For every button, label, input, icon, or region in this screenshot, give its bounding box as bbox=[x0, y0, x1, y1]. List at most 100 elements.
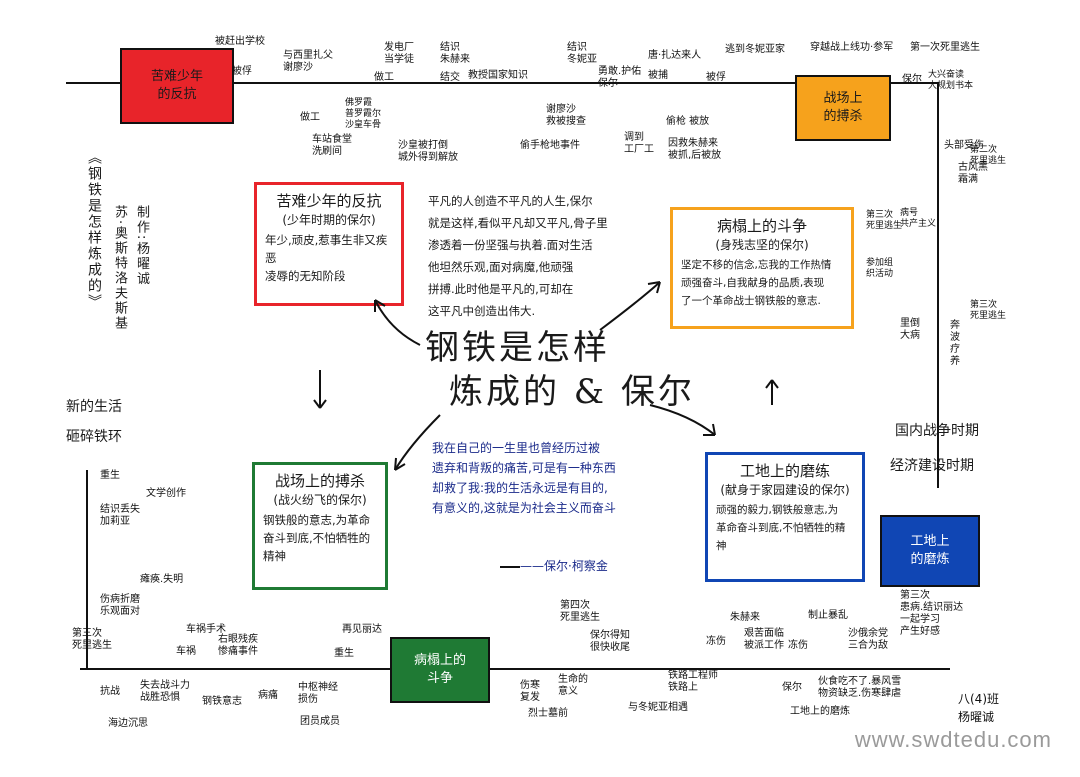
corner-box-sickbed: 病榻上的 斗争 bbox=[390, 637, 490, 703]
note-t15: 勇敢.护佑 保尔 bbox=[598, 66, 642, 89]
center-summary: 平凡的人创造不平凡的人生,保尔 就是这样,看似平凡却又平凡,骨子里 渗透着一份坚… bbox=[428, 194, 608, 318]
box-sickbed-body: 坚定不移的信念,忘我的工作热情 顽强奋斗,自我献身的品质,表现 了一个革命战士钢… bbox=[681, 259, 832, 307]
note-b2: 失去战斗力 战胜恐惧 bbox=[140, 680, 190, 703]
note-t4: 发电厂 当学徒 bbox=[384, 42, 414, 65]
corner-box-worksite: 工地上 的磨炼 bbox=[880, 515, 980, 587]
book-author: 苏·奥斯特洛夫斯基 bbox=[112, 205, 127, 332]
box-sickbed: 病榻上的斗争 (身残志坚的保尔) 坚定不移的信念,忘我的工作热情 顽强奋斗,自我… bbox=[670, 207, 854, 329]
note-b20: 朱赫来 bbox=[730, 612, 760, 623]
note-r7: 参加组 织活动 bbox=[866, 258, 894, 279]
note-t22: 偷手枪地事件 bbox=[520, 140, 580, 151]
box-sickbed-sub: (身残志坚的保尔) bbox=[715, 238, 809, 252]
note-t20: 佛罗霞 普罗霞尔 沙皇车骨 bbox=[345, 98, 382, 130]
note-t18: 做工 bbox=[300, 112, 320, 123]
note-t13: 结交 bbox=[440, 72, 460, 83]
break-chain: 砸碎铁环 bbox=[66, 429, 122, 445]
note-l1: 重生 bbox=[100, 470, 120, 481]
note-b10: 车祸 bbox=[176, 646, 196, 657]
note-b1: 抗战 bbox=[100, 686, 120, 697]
note-b19: 保尔得知 很快收尾 bbox=[590, 630, 630, 653]
new-life: 新的生活 bbox=[66, 399, 122, 415]
box-worksite-body: 顽强的毅力,钢铁般意志,为 革命奋斗到底,不怕牺牲的精神 bbox=[716, 504, 846, 552]
corner-label-youth: 苦难少年 的反抗 bbox=[150, 69, 203, 102]
top-timeline bbox=[66, 82, 939, 84]
note-b8: 中枢神经 损伤 bbox=[298, 682, 338, 705]
central-title: 钢铁是怎样 炼成的 & 保尔 bbox=[425, 326, 695, 414]
period-economic: 经济建设时期 bbox=[890, 458, 974, 474]
note-b12: 重生 bbox=[334, 648, 354, 659]
note-t2: 与西里扎父 谢廖沙 bbox=[283, 50, 333, 73]
arrow-head-sickbed bbox=[647, 281, 661, 294]
box-worksite: 工地上的磨练 (献身于家园建设的保尔) 顽强的毅力,钢铁般意志,为 革命奋斗到底… bbox=[705, 452, 865, 582]
note-b28a: 第三次 死里逃生 bbox=[72, 628, 112, 651]
note-r3: 古风黑 霜满 bbox=[958, 162, 988, 185]
title-line-1: 钢铁是怎样 bbox=[425, 328, 610, 368]
note-l4: 瘫痪.失明 bbox=[140, 574, 184, 585]
note-b25: 沙俄余党 三合为敌 bbox=[848, 628, 888, 651]
box-worksite-sub: (献身于家园建设的保尔) bbox=[720, 483, 850, 497]
note-b24: 制止暴乱 bbox=[808, 610, 848, 621]
note-b30: 保尔 bbox=[782, 682, 802, 693]
note-t9: 穿越战上线功·参军 bbox=[810, 42, 894, 53]
note-t11: 被俘 bbox=[232, 66, 252, 77]
note-b23: 艰苦面临 被派工作 bbox=[744, 628, 784, 651]
box-worksite-title: 工地上的磨练 bbox=[739, 462, 830, 480]
note-l3: 结识丢失 加莉亚 bbox=[100, 504, 140, 527]
maker: 制作:杨曜诚 bbox=[134, 205, 149, 287]
note-r8: 里倒 大病 bbox=[900, 318, 920, 341]
box-sickbed-title: 病榻上的斗争 bbox=[716, 217, 807, 235]
note-t14: 教授国家知识 bbox=[468, 70, 528, 81]
quote-author: ——保尔·柯察金 bbox=[520, 559, 608, 573]
note-b4: 海边沉思 bbox=[108, 718, 148, 729]
corner-label-sickbed: 病榻上的 斗争 bbox=[413, 653, 466, 686]
note-b22: 冻伤 bbox=[706, 636, 726, 647]
arrow-head-battle bbox=[394, 457, 406, 471]
box-battle-title: 战场上的搏杀 bbox=[274, 472, 365, 490]
note-t16: 被捕 bbox=[648, 70, 668, 81]
note-t19: 车站食堂 洗刷间 bbox=[312, 134, 352, 157]
corner-label-battle: 战场上 的搏杀 bbox=[823, 91, 863, 124]
note-r5: 第三次 死里逃生 bbox=[970, 300, 1007, 321]
note-t8: 逃到冬妮亚家 bbox=[725, 44, 785, 55]
note-b3: 钢铁意志 bbox=[202, 696, 242, 707]
note-r-zhi: 保尔 bbox=[902, 74, 922, 85]
note-t1: 被赶出学校 bbox=[215, 36, 265, 47]
arrow-to-battle bbox=[394, 414, 441, 471]
corner-box-battle: 战场上 的搏杀 bbox=[795, 75, 891, 141]
note-b9: 团员成员 bbox=[300, 716, 340, 727]
note-b17: 铁路工程师 铁路上 bbox=[668, 670, 718, 693]
note-t23: 谢廖沙 救被搜查 bbox=[546, 104, 586, 127]
note-b15: 生命的 意义 bbox=[558, 674, 588, 697]
note-b16: 烈士墓前 bbox=[528, 708, 568, 719]
box-youth: 苦难少年的反抗 (少年时期的保尔) 年少,顽皮,惹事生非又疾恶 凌辱的无知阶段 bbox=[254, 182, 404, 306]
right-timeline bbox=[937, 82, 939, 488]
note-t21: 沙皇被打倒 城外得到解放 bbox=[398, 140, 458, 163]
box-battle-sub: (战火纷飞的保尔) bbox=[273, 493, 367, 507]
note-r4: 第三次 死里逃生 bbox=[866, 210, 903, 231]
box-battle: 战场上的搏杀 (战火纷飞的保尔) 钢铁般的意志,为革命 奋斗到底,不怕牺牲的 精… bbox=[252, 462, 388, 590]
corner-label-worksite: 工地上 的磨炼 bbox=[910, 534, 950, 567]
quote-text: 我在自己的一生里也曾经历过被 遗弃和背叛的痛苦,可是有一种东西 却救了我:我的生… bbox=[432, 441, 616, 515]
note-t5: 结识 朱赫来 bbox=[440, 42, 470, 65]
note-t28: 大兴奋读 大规划书本 bbox=[928, 70, 974, 91]
arrow-head-worksite bbox=[703, 423, 716, 436]
note-b7: 病痛 bbox=[258, 690, 278, 701]
note-r2: 头部受伤 bbox=[944, 140, 984, 151]
note-t27: 因救朱赫来 被抓,后被放 bbox=[668, 138, 722, 161]
note-t24: 调到 工厂工 bbox=[624, 132, 654, 155]
note-b18: 与冬妮亚相遇 bbox=[628, 702, 688, 713]
note-b26: 伙食吃不了.暴风雪 物资缺乏.伤寒肆虐 bbox=[818, 676, 902, 699]
note-t3: 做工 bbox=[374, 72, 394, 83]
signature: 八(4)班 杨曜诚 bbox=[958, 692, 999, 724]
box-youth-title: 苦难少年的反抗 bbox=[276, 192, 382, 210]
note-r9: 奔 波 疗 养 bbox=[950, 320, 960, 367]
note-t10: 第一次死里逃生 bbox=[910, 42, 980, 53]
arrow-head-youth bbox=[374, 299, 386, 312]
note-l5: 伤病折磨 乐观面对 bbox=[100, 594, 140, 617]
note-b27: 工地上的磨炼 bbox=[790, 706, 850, 717]
note-l2: 文学创作 bbox=[146, 488, 186, 499]
box-youth-sub: (少年时期的保尔) bbox=[282, 213, 376, 227]
note-r1: 第二次 死里逃生 bbox=[970, 145, 1007, 166]
note-b5: 车祸手术 bbox=[186, 624, 226, 635]
